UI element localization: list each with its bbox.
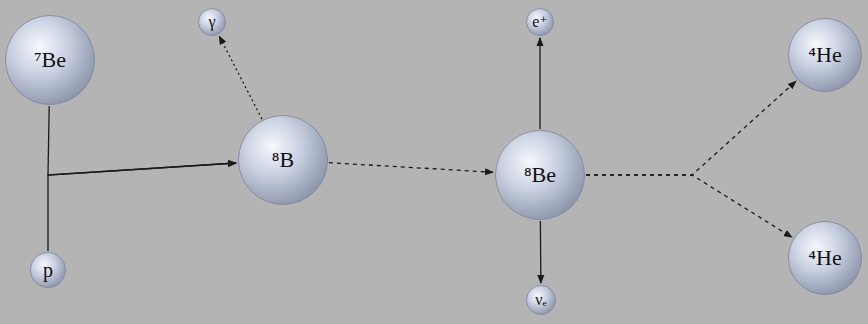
- sphere-shape: [199, 9, 226, 36]
- particle-ball: e⁺: [526, 8, 554, 36]
- particle-label: νₑ: [535, 292, 546, 308]
- particle-ball: ⁴He: [788, 221, 862, 295]
- particle-label: ⁴He: [808, 44, 841, 66]
- sphere-shape: [527, 9, 554, 36]
- sphere-shape: [6, 16, 95, 105]
- particle-ball: ⁴He: [788, 18, 862, 92]
- reaction-arrow: [329, 163, 493, 173]
- particle-ball: νₑ: [526, 285, 556, 315]
- particle-label: p: [43, 260, 53, 280]
- particle-ball: p: [30, 252, 66, 288]
- particle-ball: ⁷Be: [5, 15, 95, 105]
- sphere-shape: [527, 286, 556, 315]
- sphere-shape: [496, 131, 585, 220]
- reaction-arrow: [586, 175, 792, 237]
- particle-label: ⁸B: [272, 149, 294, 171]
- particle-ball: γ: [198, 8, 226, 36]
- reaction-arrow: [539, 38, 540, 129]
- reaction-arrow: [219, 36, 262, 119]
- sphere-shape: [31, 253, 66, 288]
- reaction-arrow: [540, 221, 542, 283]
- particle-label: ⁷Be: [34, 49, 66, 71]
- particle-label: ⁴He: [808, 247, 841, 269]
- particle-label: ⁸Be: [524, 164, 556, 186]
- particle-ball: ⁸B: [238, 115, 328, 205]
- sphere-shape: [789, 19, 862, 92]
- sphere-shape: [789, 222, 862, 295]
- sphere-shape: [239, 116, 328, 205]
- reaction-arrow: [586, 81, 796, 175]
- reaction-arrow: [48, 163, 236, 251]
- particle-label: γ: [208, 14, 215, 30]
- particle-ball: ⁸Be: [495, 130, 585, 220]
- particle-label: e⁺: [532, 14, 548, 30]
